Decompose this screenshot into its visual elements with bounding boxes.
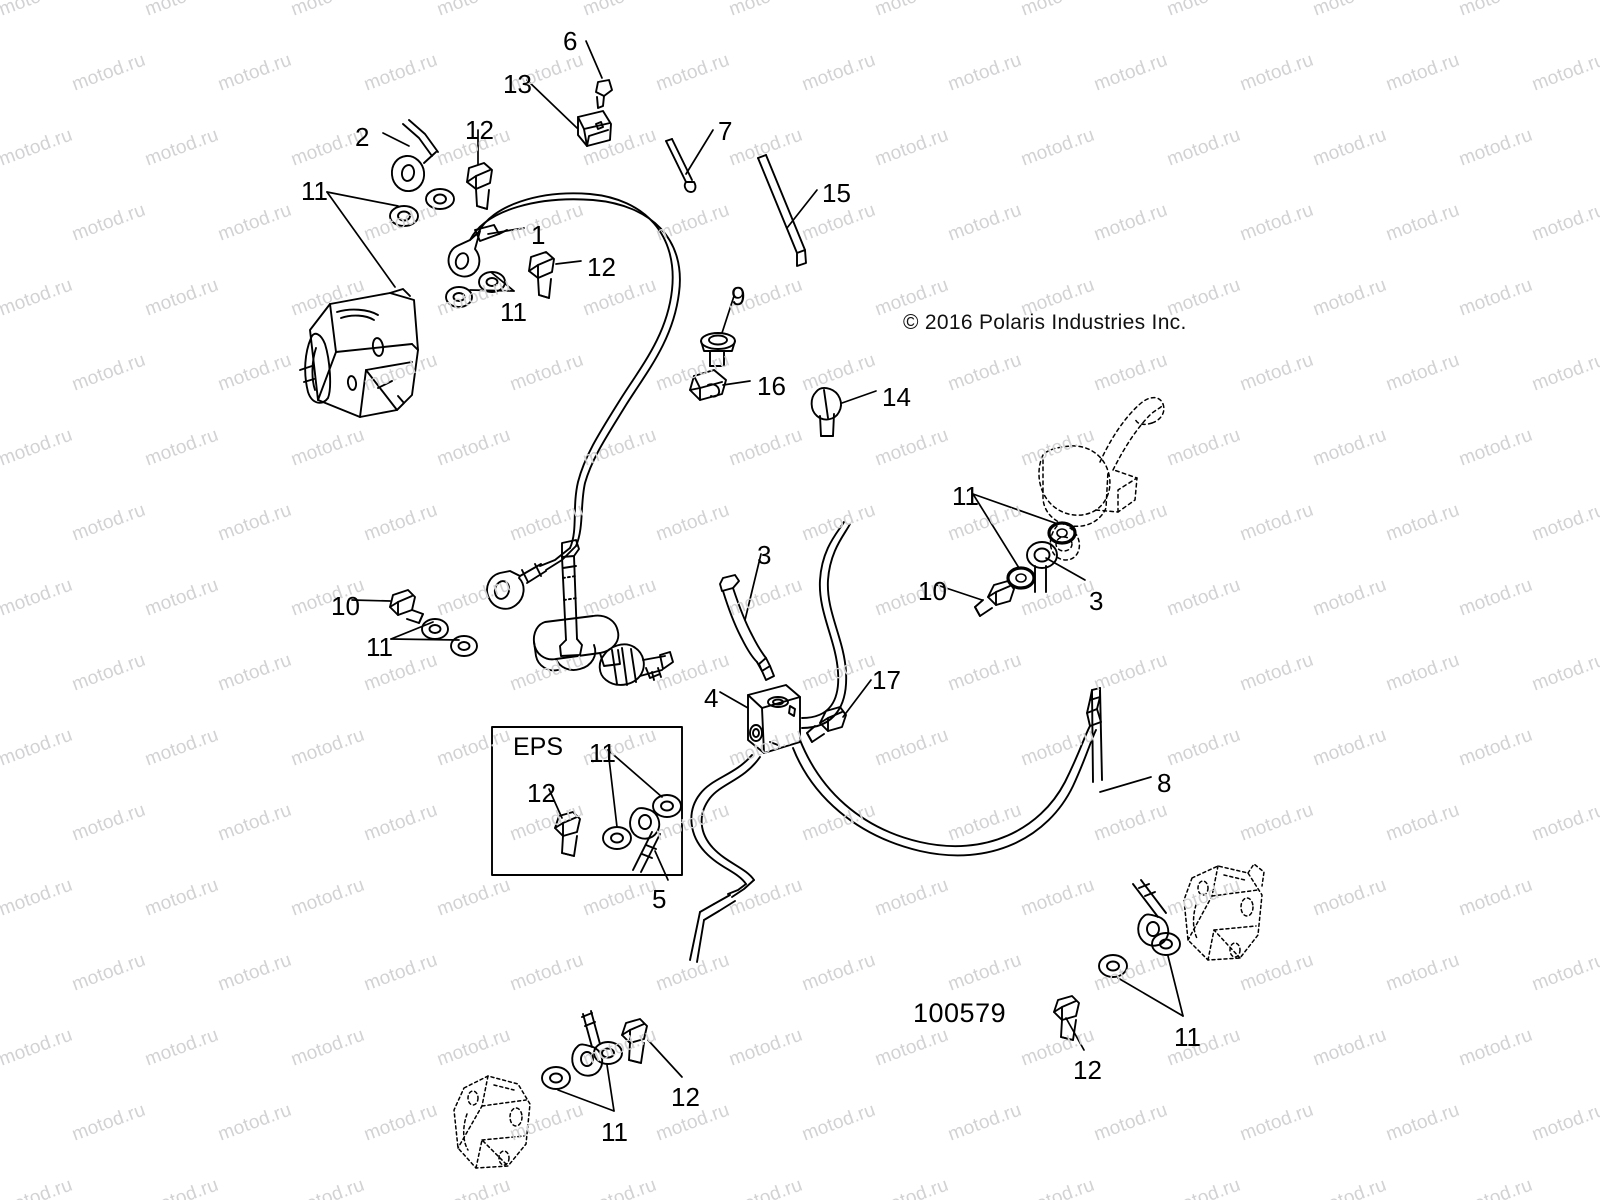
washer-group-right — [1006, 521, 1077, 590]
copyright-notice: © 2016 Polaris Industries Inc. — [903, 311, 1187, 334]
banjo-bolt-rear-right — [1053, 995, 1080, 1041]
brake-line-2 — [390, 119, 439, 192]
washer-group-top — [389, 188, 455, 227]
banjo-bolt-mastercyl — [389, 589, 424, 624]
callout-number-2: 2 — [355, 122, 370, 152]
callout-number-11: 11 — [301, 176, 328, 206]
callout-number-1: 1 — [531, 220, 546, 250]
callout-number-8: 8 — [1157, 768, 1172, 798]
brake-line-8-end — [1132, 879, 1170, 947]
brake-line-1 — [447, 192, 681, 610]
rod-7 — [665, 138, 697, 193]
sensor-13 — [577, 110, 612, 147]
callout-number-11: 11 — [366, 632, 393, 662]
caliper-rear-right — [1183, 863, 1265, 961]
callout-number-12: 12 — [587, 252, 616, 282]
brake-line-8-lower — [792, 687, 1103, 857]
callout-number-15: 15 — [822, 178, 851, 208]
eps-box-label: EPS — [513, 733, 564, 761]
washer-group-rear-right — [1098, 932, 1181, 978]
callout-number-11: 11 — [952, 481, 979, 511]
callout-number-11: 11 — [1174, 1022, 1201, 1052]
callout-number-11: 11 — [589, 738, 616, 768]
callout-number-9: 9 — [731, 281, 746, 311]
callout-number-6: 6 — [563, 26, 578, 56]
callout-number-11: 11 — [500, 297, 527, 327]
banjo-bolt-rear-left — [621, 1018, 648, 1064]
callout-number-17: 17 — [872, 665, 901, 695]
callout-number-14: 14 — [882, 382, 911, 412]
brake-line-5-end — [571, 1010, 604, 1077]
banjo-bolt-mid — [528, 251, 555, 299]
banjo-bolt-right — [974, 580, 1015, 617]
junction-block-4 — [747, 684, 801, 754]
callout-number-10: 10 — [331, 591, 360, 621]
clip-6 — [595, 79, 613, 109]
banjo-bolt-top — [466, 162, 493, 210]
fitting-14 — [810, 387, 842, 437]
callout-number-11: 11 — [601, 1117, 628, 1147]
washer-group-line1 — [445, 271, 506, 308]
callout-number-12: 12 — [465, 115, 494, 145]
callout-number-10: 10 — [918, 576, 947, 606]
callout-number-5: 5 — [652, 884, 667, 914]
brake-line-5 — [689, 754, 761, 963]
callout-number-4: 4 — [704, 683, 719, 713]
fitting-3-right — [1026, 541, 1058, 593]
callout-number-7: 7 — [718, 116, 733, 146]
clip-16 — [689, 369, 727, 401]
rod-15 — [757, 154, 807, 267]
master-cylinder — [532, 539, 674, 686]
diagram-part-number: 100579 — [913, 998, 1007, 1028]
callout-number-3: 3 — [1089, 586, 1104, 616]
sensor-line-3 — [719, 574, 775, 681]
brake-line-8-upper — [801, 521, 851, 729]
bolt-17 — [806, 706, 847, 743]
callout-number-12: 12 — [1073, 1055, 1102, 1085]
callout-number-13: 13 — [503, 69, 532, 99]
washer-group-rear-left — [541, 1041, 623, 1090]
callout-number-16: 16 — [757, 371, 786, 401]
caliper-rear-left — [453, 1075, 531, 1169]
callout-number-3: 3 — [757, 540, 772, 570]
grommet-9 — [700, 332, 736, 367]
callout-number-12: 12 — [527, 778, 556, 808]
leader-lines — [326, 40, 1184, 1112]
callout-number-12: 12 — [671, 1082, 700, 1112]
eps-box-contents — [554, 794, 682, 873]
eps-box-outline — [491, 726, 683, 876]
washer-group-mastercyl — [421, 618, 478, 657]
caliper-front-left — [299, 288, 419, 418]
